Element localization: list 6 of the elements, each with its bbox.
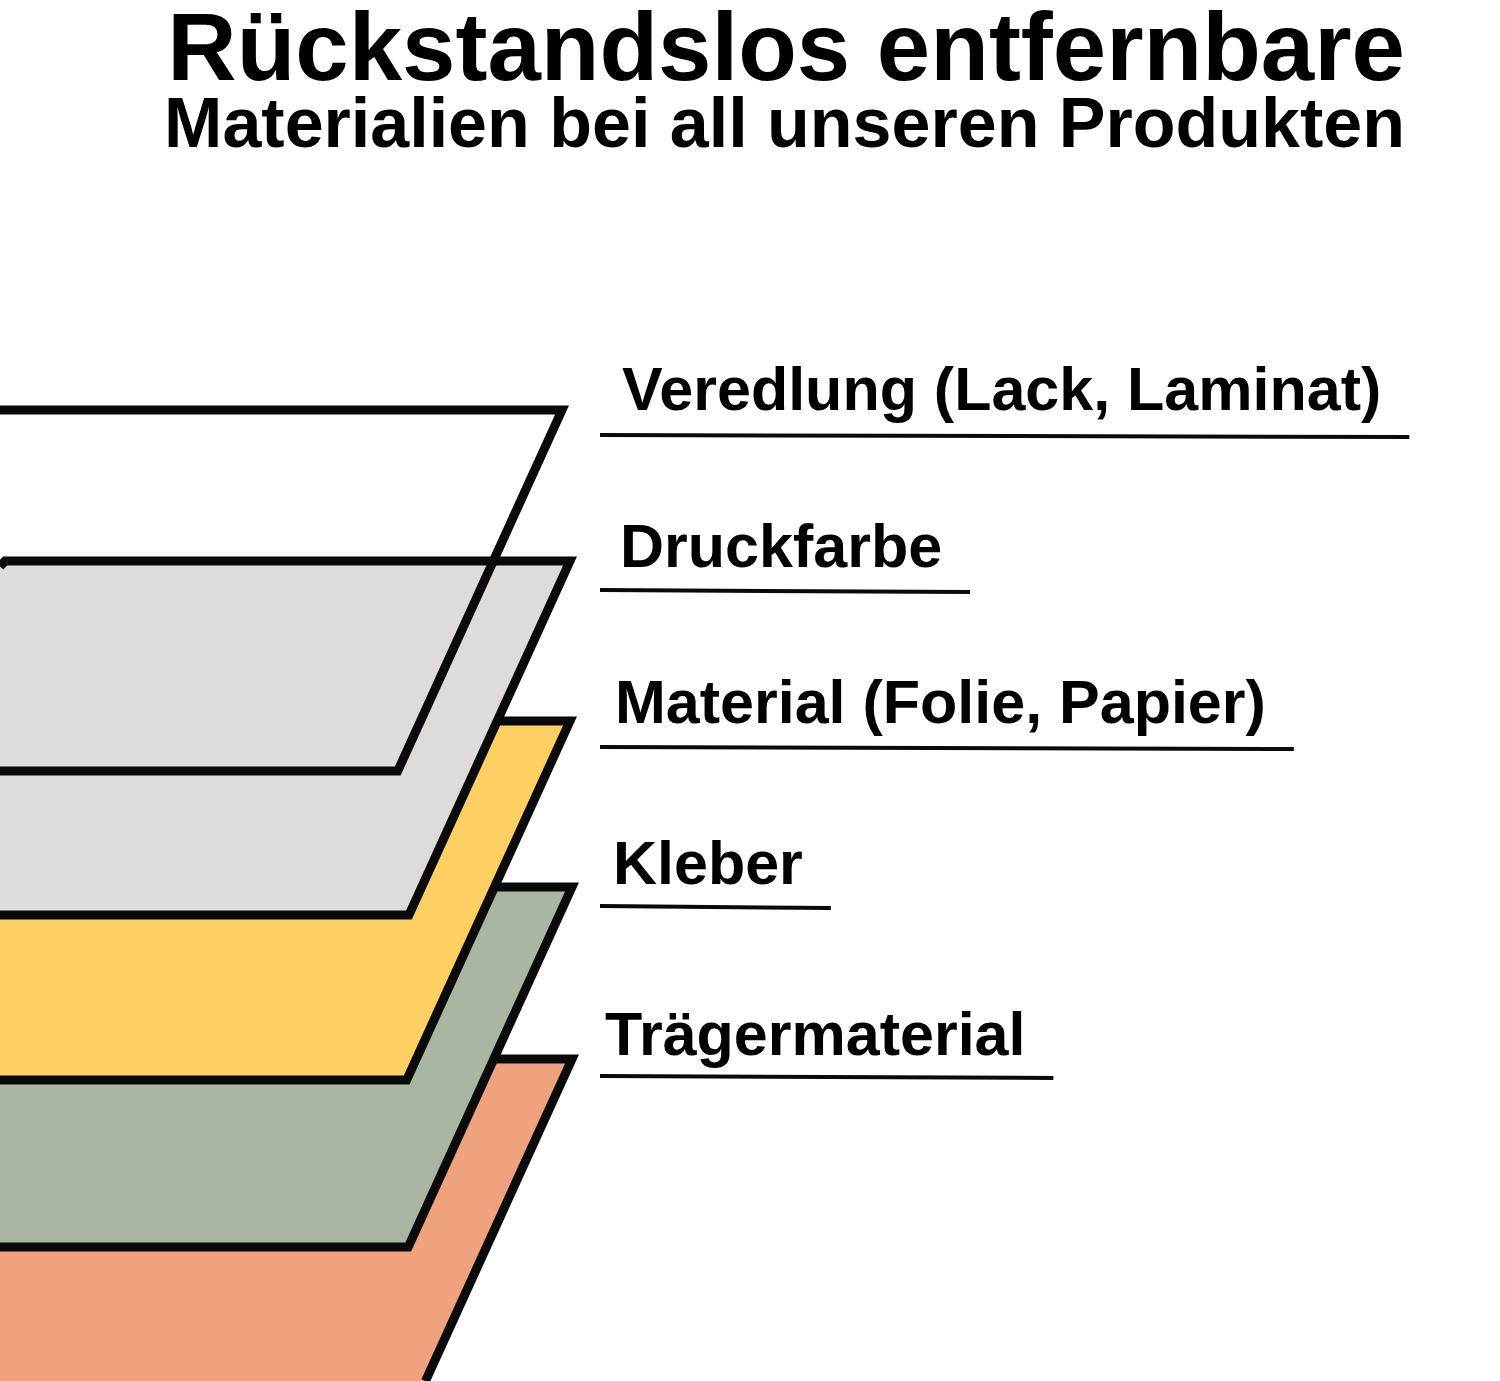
- layer-label: Material (Folie, Papier): [615, 667, 1266, 738]
- title-heading: Rückstandslos entfernbare Materialien bei all unseren Produkten: [163, 8, 1405, 162]
- layer-label: Trägermaterial: [605, 999, 1026, 1070]
- layer-label: Veredlung (Lack, Laminat): [622, 354, 1382, 425]
- layer-label: Kleber: [613, 828, 803, 899]
- layer-label: Druckfarbe: [620, 511, 943, 582]
